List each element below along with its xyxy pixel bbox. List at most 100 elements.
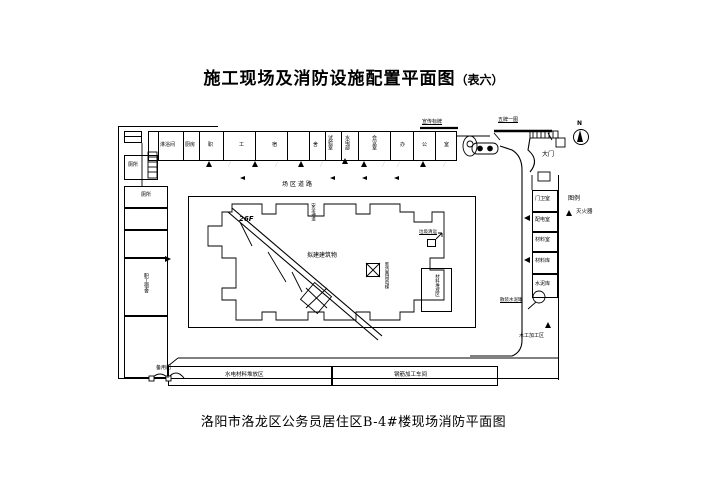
road-arrow-left	[240, 176, 245, 180]
plaque-box	[471, 142, 499, 155]
top-room-divider	[325, 131, 326, 161]
spare-gate-label: 备用门	[156, 365, 172, 371]
top-room-divider	[255, 131, 256, 161]
page-title-main: 施工现场及消防设施配置平面图	[203, 69, 456, 89]
right-room-material	[532, 232, 558, 252]
top-room-label-11: 室	[444, 142, 450, 148]
top-room-divider	[309, 131, 310, 161]
page-caption: 洛阳市洛龙区公务员居住区B-4#楼现场消防平面图	[200, 415, 507, 430]
left-room-label-0: 厕所	[128, 162, 139, 168]
elevator-label: 客货两用电梯	[383, 262, 389, 289]
top-room-divider	[158, 131, 159, 161]
right-room-label-1: 配电室	[535, 217, 551, 223]
fire-extinguisher-icon	[206, 161, 212, 167]
site-boundary-top-left	[118, 126, 218, 127]
bottom-zone-label-1: 钢筋加工车间	[394, 372, 428, 378]
left-room-box-5	[124, 316, 168, 378]
fire-extinguisher-icon	[298, 161, 304, 167]
fire-extinguisher-icon	[524, 215, 530, 221]
right-room-guard	[532, 190, 558, 212]
left-room-label-1: 厕所	[141, 192, 152, 198]
fire-extinguisher-icon	[275, 161, 281, 167]
top-room-label-9: 办	[400, 142, 406, 148]
five-boards-leg-2	[547, 132, 553, 141]
cement-tank-stem	[527, 301, 537, 310]
right-room-power	[532, 212, 558, 232]
fire-extinguisher-icon	[361, 161, 367, 167]
top-room-divider	[287, 131, 288, 161]
fire-extinguisher-icon	[524, 257, 530, 263]
left-room-dorm	[124, 258, 168, 316]
gate-post	[555, 137, 566, 148]
building-floors-label: 26F	[239, 215, 254, 223]
top-room-label-1: 厨房	[185, 142, 196, 148]
garbage-label: 垃圾清运	[419, 230, 437, 235]
top-room-divider	[390, 131, 391, 161]
top-room-label-10: 公	[422, 142, 428, 148]
fire-extinguisher-icon	[545, 322, 551, 328]
left-room-label-2: 职工宿舍	[143, 273, 149, 293]
plaque-dot-2	[487, 145, 493, 152]
road-arrow-left	[330, 176, 335, 180]
sign-board-label: 宣传标牌	[422, 119, 443, 125]
page-title-suffix: （表六）	[455, 73, 504, 87]
bottom-zone-label-0: 水电材料堆放区	[225, 372, 264, 378]
fire-extinguisher-icon	[443, 161, 449, 167]
page-title: 施工现场及消防设施配置平面图（表六）	[0, 64, 707, 89]
road-label: 场区道路	[282, 181, 315, 188]
plaque-dot-1	[477, 145, 483, 152]
compass-needle	[577, 130, 583, 142]
guard-post-inner	[466, 140, 474, 148]
five-boards-label: 五牌一图	[498, 117, 519, 123]
elevator-symbol	[366, 263, 380, 277]
top-room-divider	[435, 131, 436, 161]
top-room-label-3: 工	[239, 142, 245, 148]
compass-north-label: N	[577, 120, 583, 127]
top-room-label-0: 淋浴间	[160, 142, 176, 148]
top-room-divider	[358, 131, 359, 161]
fire-extinguisher-icon	[320, 161, 326, 167]
top-room-label-8: 会议室	[371, 135, 377, 150]
top-room-divider	[223, 131, 224, 161]
fire-extinguisher-icon	[420, 161, 426, 167]
top-room-divider	[341, 131, 342, 161]
cement-tank-label: 散装水泥罐	[500, 298, 523, 303]
site-boundary-left	[118, 126, 119, 378]
safety-channel-label: 安全通道	[310, 203, 316, 221]
fire-extinguisher-icon	[252, 161, 258, 167]
garbage-symbol	[427, 239, 436, 247]
left-top-small-divider	[124, 136, 142, 137]
perimeter-road-right	[470, 145, 523, 357]
main-gate-swing	[527, 137, 536, 173]
left-room-toilet-upper	[124, 155, 158, 180]
fire-extinguisher-icon	[228, 161, 234, 167]
top-room-label-2: 职	[208, 142, 214, 148]
left-room-box-1	[124, 186, 168, 208]
guard-post-oval	[462, 135, 478, 157]
legend-fire-extinguisher-icon	[566, 210, 572, 216]
gate-canopy	[529, 130, 559, 139]
right-room-warehouse	[532, 252, 558, 274]
right-room-label-2: 材料室	[535, 237, 551, 243]
site-boundary-right	[558, 175, 559, 380]
right-room-label-4: 水泥库	[535, 281, 551, 287]
top-room-label-6: 试验室	[327, 135, 333, 150]
gatehouse-small-box	[537, 171, 551, 182]
left-room-box-3	[124, 230, 168, 258]
road-arrow-left	[394, 176, 399, 180]
legend-item-label-0: 灭火器	[576, 209, 593, 215]
building-label: 拟建建筑物	[307, 252, 338, 259]
main-gate-label: 大门	[542, 151, 555, 158]
top-room-label-4: 宿	[272, 142, 278, 148]
material-yard-label: 材料堆放区	[434, 274, 440, 297]
site-boundary-bottom	[118, 378, 558, 379]
left-top-small-box	[124, 131, 142, 143]
left-room-box-2	[124, 208, 168, 230]
fire-extinguisher-icon	[397, 161, 403, 167]
fire-extinguisher-icon	[165, 256, 171, 262]
top-room-strip	[148, 131, 457, 161]
top-room-divider	[413, 131, 414, 161]
top-room-label-5: 舍	[313, 142, 319, 148]
carpentry-label: 木工加工区	[519, 333, 545, 339]
